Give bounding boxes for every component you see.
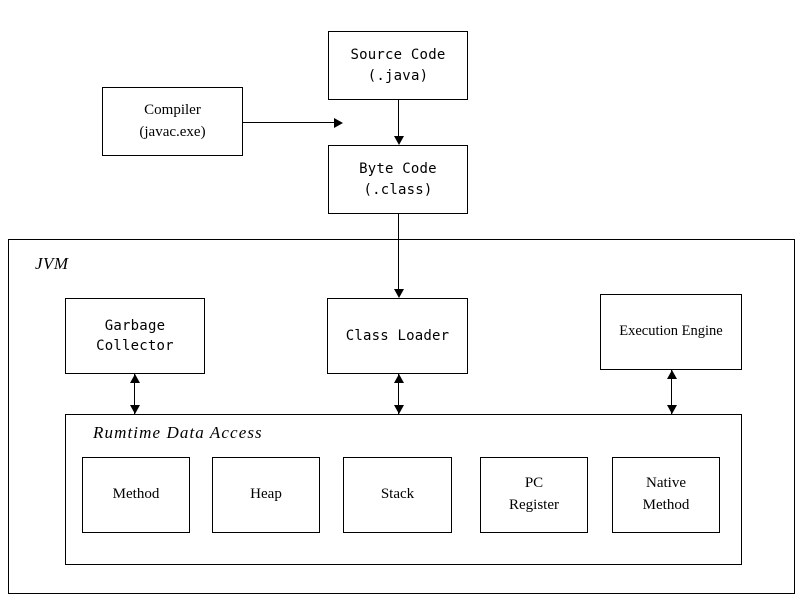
connector-execengine-runtime-arrowhead-down [667, 405, 677, 414]
connector-classloader-runtime-arrowhead-up [394, 374, 404, 383]
node-compiler-line1: Compiler [144, 101, 201, 118]
node-garbage-collector: Garbage Collector [65, 298, 205, 374]
node-execution-engine-line1: Execution Engine [619, 323, 723, 340]
node-native-method-line2: Method [642, 497, 690, 513]
node-compiler-line2: (javac.exe) [139, 123, 206, 140]
connector-byte-to-classloader-line [398, 214, 399, 289]
node-source-code-line1: Source Code [350, 47, 446, 64]
connector-classloader-runtime-line [398, 374, 399, 414]
node-class-loader: Class Loader [327, 298, 468, 374]
node-byte-code-line1: Byte Code [359, 161, 437, 178]
node-stack: Stack [343, 457, 452, 533]
node-source-code-line2: (.java) [367, 67, 429, 84]
connector-source-to-byte-line [398, 100, 399, 136]
node-pc-register: PC Register [480, 457, 588, 533]
node-stack-line1: Stack [380, 486, 415, 503]
connector-gc-runtime-arrowhead-down [130, 405, 140, 414]
runtime-data-access-label: Rumtime Data Access [93, 423, 263, 442]
node-garbage-collector-line1: Garbage Collector [96, 317, 174, 354]
node-source-code: Source Code (.java) [328, 31, 468, 100]
connector-gc-runtime-line [134, 374, 135, 414]
node-pc-register-line2: Register [509, 497, 559, 513]
node-execution-engine: Execution Engine [600, 294, 742, 370]
connector-execengine-runtime-arrowhead-up [667, 370, 677, 379]
node-method-line1: Method [112, 486, 160, 503]
jvm-label: JVM [35, 254, 69, 273]
connector-gc-runtime-arrowhead-up [130, 374, 140, 383]
node-method: Method [82, 457, 190, 533]
connector-compiler-to-flow-line [243, 122, 335, 123]
node-native-method-line1: Native [646, 475, 686, 492]
node-pc-register-line1: PC [524, 475, 544, 492]
runtime-data-access-container [65, 414, 742, 565]
connector-compiler-to-flow-arrowhead [334, 118, 343, 128]
node-class-loader-line1: Class Loader [345, 327, 450, 344]
connector-source-to-byte-arrowhead [394, 136, 404, 145]
connector-classloader-runtime-arrowhead-down [394, 405, 404, 414]
node-byte-code-line2: (.class) [363, 181, 433, 198]
connector-execengine-runtime-line [671, 370, 672, 414]
node-native-method: Native Method [612, 457, 720, 533]
node-compiler: Compiler (javac.exe) [102, 87, 243, 156]
node-heap-line1: Heap [250, 486, 282, 503]
node-byte-code: Byte Code (.class) [328, 145, 468, 214]
node-heap: Heap [212, 457, 320, 533]
jvm-container [8, 239, 795, 594]
connector-byte-to-classloader-arrowhead [394, 289, 404, 298]
